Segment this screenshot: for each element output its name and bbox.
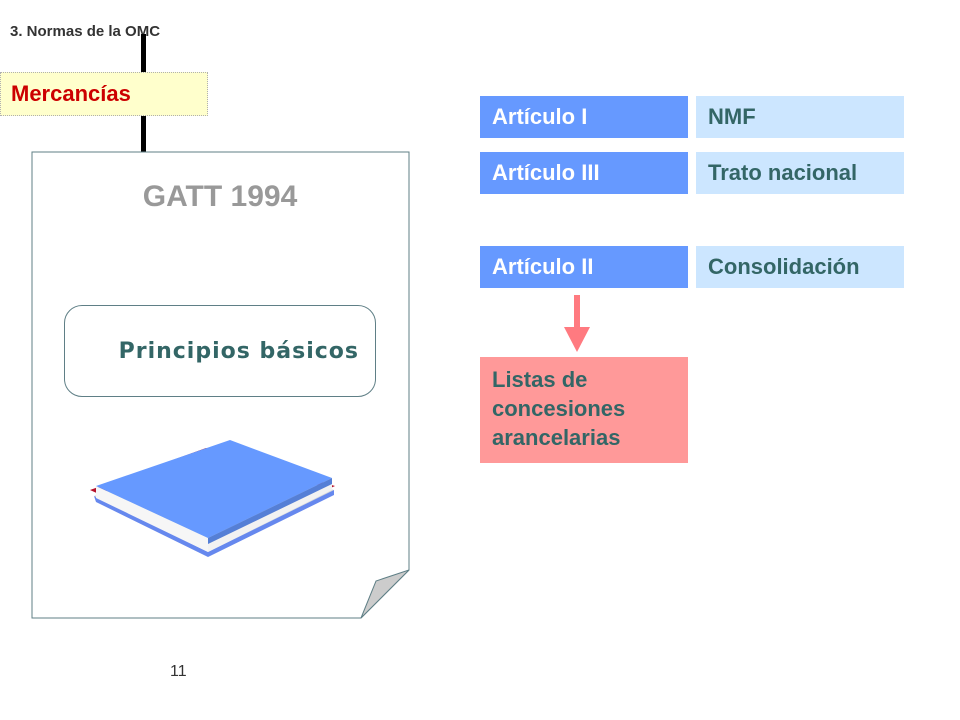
article-1-principle: NMF (696, 96, 904, 138)
connector-line-top (141, 34, 146, 72)
document-title: GATT 1994 (142, 180, 298, 213)
category-label-mercancias: Mercancías (0, 72, 208, 116)
tariff-schedules-box: Listas de concesiones arancelarias (480, 357, 688, 463)
article-2-label: Artículo II (480, 246, 688, 288)
breadcrumb: 3. Normas de la OMC (10, 23, 161, 40)
article-3-label: Artículo III (480, 152, 688, 194)
connector-line-middle (141, 116, 146, 152)
principles-box: Principios básicos (64, 305, 376, 397)
arrow-down-icon (564, 295, 590, 352)
article-2-principle: Consolidación (696, 246, 904, 288)
principles-label: Principios básicos (118, 338, 359, 364)
page-number: 11 (170, 663, 187, 680)
article-1-label: Artículo I (480, 96, 688, 138)
article-3-principle: Trato nacional (696, 152, 904, 194)
book-icon (90, 440, 335, 557)
